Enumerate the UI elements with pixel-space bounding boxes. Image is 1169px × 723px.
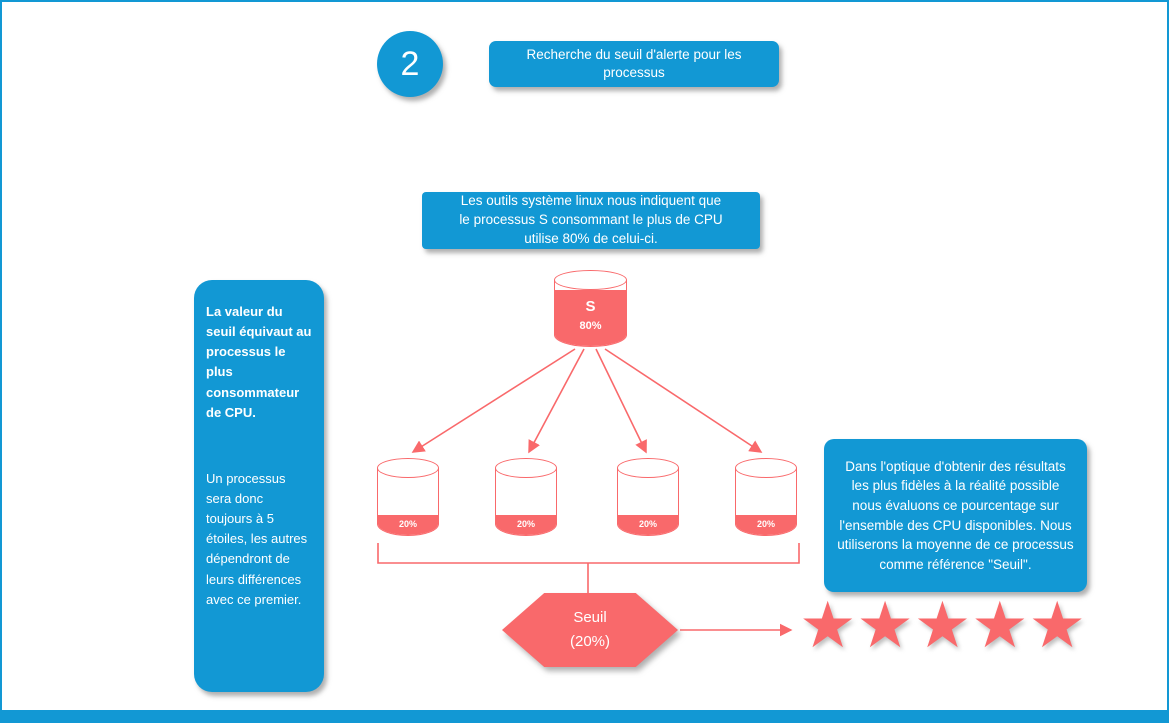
right-note-panel: Dans l'optique d'obtenir des résultats l…	[824, 439, 1087, 592]
cpu-cylinder-4: 20%	[735, 458, 797, 536]
left-note-panel: La valeur du seuil équivaut au processus…	[194, 280, 324, 692]
step-title: Recherche du seuil d'alerte pour les pro…	[526, 46, 742, 80]
threshold-value: (20%)	[569, 633, 610, 650]
star-icon: ★	[856, 589, 914, 661]
cpu-usage: 20%	[638, 519, 657, 529]
star-rating: ★ ★ ★ ★ ★	[799, 589, 1086, 661]
process-label: S	[585, 298, 596, 315]
cpu-cylinder-3: 20%	[617, 458, 679, 536]
star-icon: ★	[971, 589, 1029, 661]
cylinder-top	[554, 270, 627, 290]
bottom-accent-bar	[2, 710, 1167, 721]
bracket-line	[377, 543, 800, 564]
star-icon: ★	[913, 589, 972, 661]
cylinder-body	[735, 468, 797, 536]
threshold-title: Seuil	[573, 609, 607, 626]
cpu-usage: 20%	[756, 519, 775, 529]
step-number-badge: 2	[377, 31, 443, 97]
threshold-hexagon-shape: Seuil (20%)	[502, 593, 678, 667]
process-cylinder-main: S 80%	[554, 270, 627, 347]
cylinder-body	[495, 468, 557, 536]
process-usage: 80%	[579, 320, 602, 332]
cylinder-top	[617, 458, 679, 478]
cylinder-top	[735, 458, 797, 478]
cylinder-fill	[555, 289, 626, 346]
cpu-usage: 20%	[516, 519, 535, 529]
left-note-bold-text: La valeur du seuil équivaut au processus…	[206, 304, 312, 420]
cylinder-body	[377, 468, 439, 536]
cylinder-fill	[378, 514, 438, 535]
left-note-body-text: Un processus sera donc toujours à 5 étoi…	[206, 470, 308, 607]
cylinder-body	[554, 280, 627, 347]
arrow-to-cpu-2	[528, 348, 585, 454]
cylinder-top	[495, 458, 557, 478]
cylinder-fill	[496, 514, 556, 535]
cylinder-top	[377, 458, 439, 478]
cylinder-body	[617, 468, 679, 536]
arrow-to-cpu-4	[604, 348, 763, 453]
cylinder-fill	[736, 514, 796, 535]
right-note-text: Dans l'optique d'obtenir des résultats l…	[837, 458, 1074, 572]
threshold-hexagon: Seuil (20%)	[502, 593, 678, 667]
cpu-cylinder-1: 20%	[377, 458, 439, 536]
cpu-cylinder-2: 20%	[495, 458, 557, 536]
star-icon: ★	[1028, 589, 1086, 661]
arrow-to-cpu-3	[595, 348, 647, 454]
cpu-usage: 20%	[398, 519, 417, 529]
info-box: Les outils système linux nous indiquent …	[422, 192, 760, 249]
step-title-box: Recherche du seuil d'alerte pour les pro…	[489, 41, 779, 87]
cylinder-fill	[618, 514, 678, 535]
info-box-text: Les outils système linux nous indiquent …	[459, 193, 723, 246]
arrow-to-cpu-1	[411, 348, 576, 453]
step-number: 2	[400, 44, 420, 83]
star-icon: ★	[799, 589, 857, 661]
